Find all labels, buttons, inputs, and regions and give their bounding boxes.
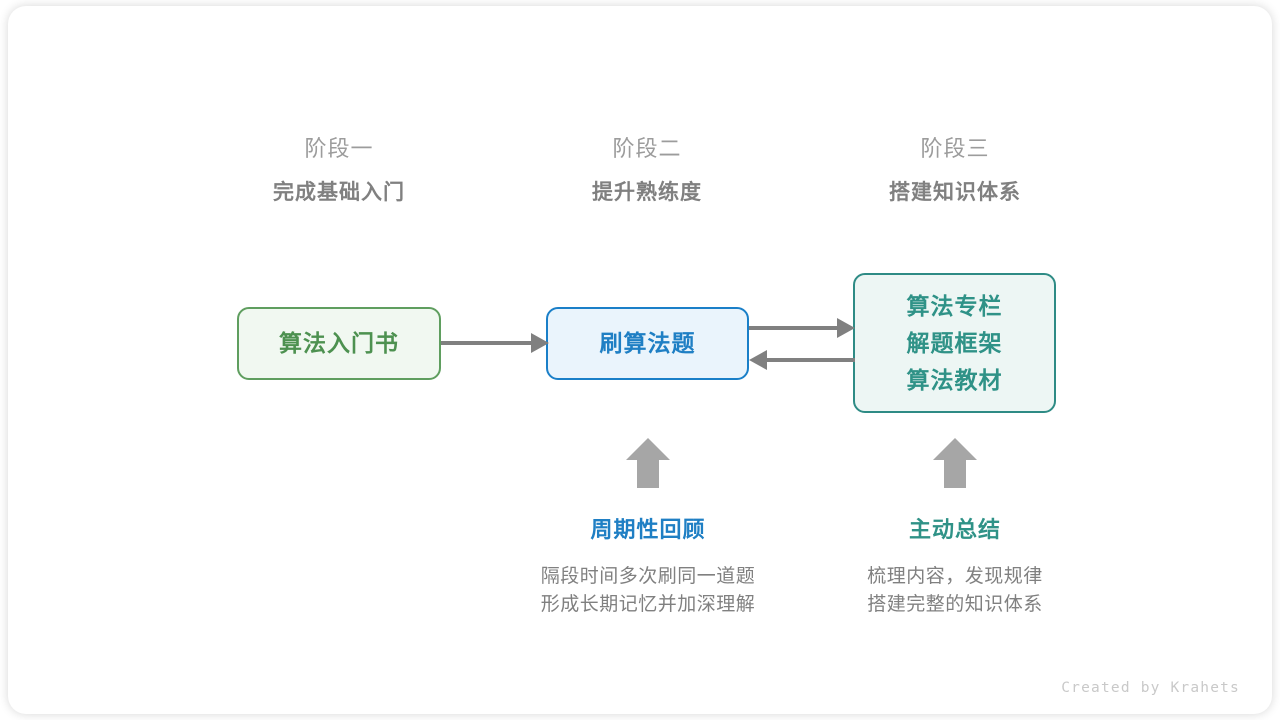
stage-header-1: 阶段一 完成基础入门: [209, 134, 469, 208]
stage-2-subtitle: 阶段二: [612, 136, 682, 161]
node-algorithm-intro-book[interactable]: 算法入门书: [237, 307, 441, 380]
stage-1-title: 完成基础入门: [273, 181, 405, 204]
stage-3-title: 搭建知识体系: [889, 181, 1021, 204]
arrow-resources-to-practice: [749, 350, 855, 370]
annotation-1-desc-line-1: 隔段时间多次刷同一道题: [540, 566, 756, 587]
node-practice-problems[interactable]: 刷算法题: [546, 307, 749, 380]
node-practice-label: 刷算法题: [599, 330, 696, 356]
stage-header-3: 阶段三 搭建知识体系: [825, 134, 1085, 208]
annotation-2-desc-line-1: 梳理内容，发现规律: [867, 566, 1043, 587]
up-arrow-active-summary: [933, 438, 977, 488]
node-resources-line-3: 算法教材: [906, 366, 1003, 393]
arrow-practice-to-resources: [749, 318, 855, 338]
stage-1-subtitle: 阶段一: [304, 136, 374, 161]
stage-3-subtitle: 阶段三: [920, 136, 990, 161]
credit-footer: Created by Krahets: [1061, 680, 1240, 696]
annotation-active-summary: 主动总结 梳理内容，发现规律 搭建完整的知识体系: [795, 515, 1115, 619]
annotation-2-title: 主动总结: [908, 517, 1001, 542]
stage-2-title: 提升熟练度: [592, 181, 702, 204]
node-book-label: 算法入门书: [279, 330, 399, 356]
node-resources-line-1: 算法专栏: [906, 292, 1003, 319]
annotation-periodic-review: 周期性回顾 隔段时间多次刷同一道题 形成长期记忆并加深理解: [488, 515, 808, 619]
stage-header-2: 阶段二 提升熟练度: [517, 134, 777, 208]
annotation-2-desc-line-2: 搭建完整的知识体系: [867, 594, 1043, 615]
annotation-1-desc-line-2: 形成长期记忆并加深理解: [540, 594, 756, 615]
diagram-canvas: 阶段一 完成基础入门 阶段二 提升熟练度 阶段三 搭建知识体系 算法入门书 刷算…: [8, 6, 1272, 714]
node-learning-resources[interactable]: 算法专栏 解题框架 算法教材: [853, 273, 1056, 413]
arrow-book-to-practice: [441, 333, 549, 353]
annotation-1-title: 周期性回顾: [590, 517, 706, 542]
node-resources-line-2: 解题框架: [906, 329, 1003, 356]
up-arrow-periodic-review: [626, 438, 670, 488]
